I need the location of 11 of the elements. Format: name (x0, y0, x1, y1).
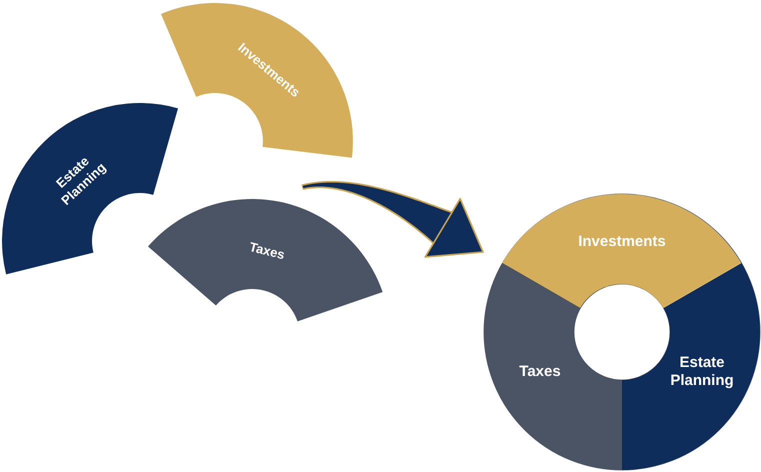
segment-label: Taxes (248, 239, 286, 263)
ring-segment (2, 103, 178, 274)
donut-ring (484, 194, 760, 470)
ring-segment (161, 3, 353, 158)
ring-segment (148, 199, 382, 322)
segment-label: Estate Planning (669, 354, 735, 390)
ring-segment (622, 263, 760, 470)
segment-label: Investments (578, 233, 666, 251)
segment-label: Taxes (519, 363, 561, 381)
ring-segment (502, 194, 742, 308)
ring-segment (484, 263, 622, 470)
